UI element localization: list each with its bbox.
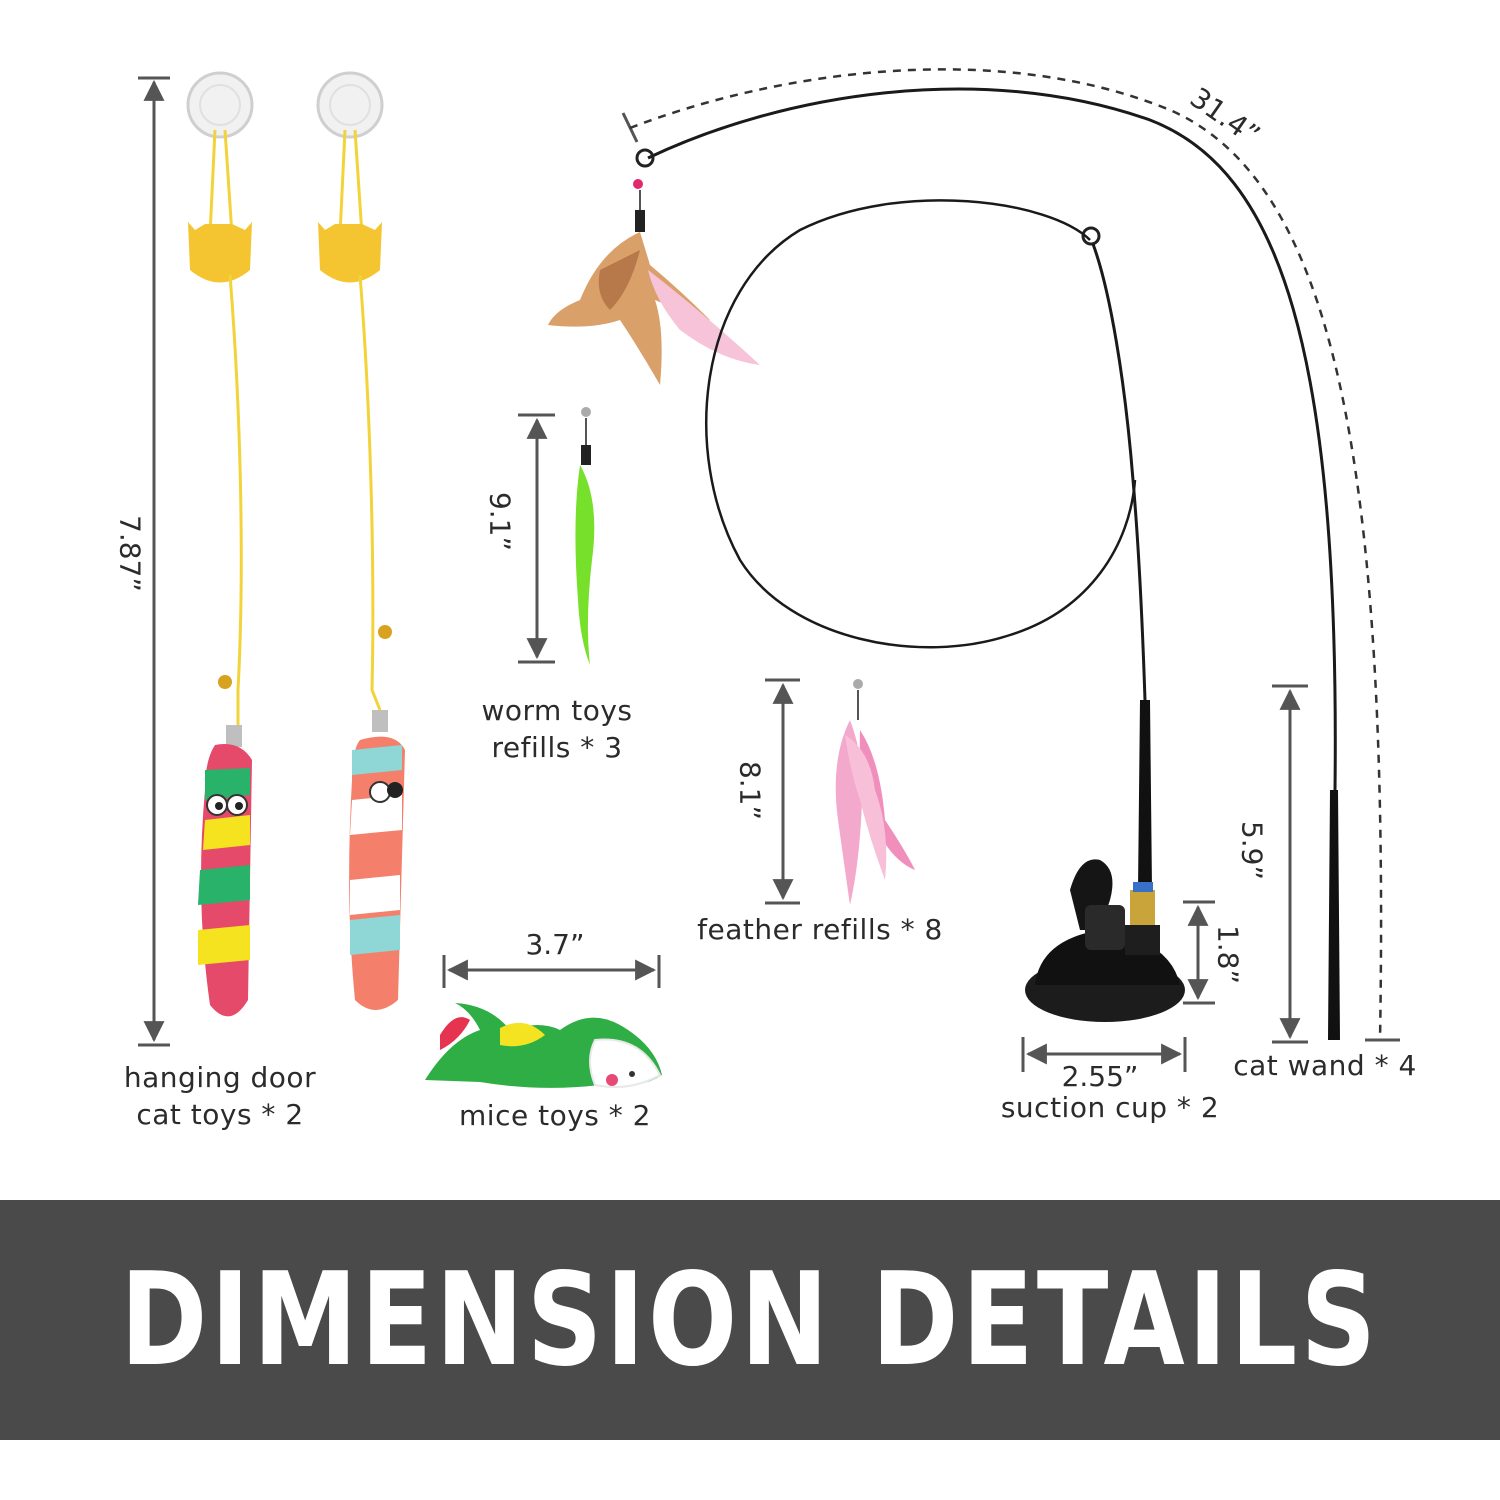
feather-refill: [835, 679, 915, 905]
feather-label: feather refills * 8: [697, 913, 943, 946]
worm-label-line1: worm toys: [481, 694, 633, 727]
suction-width-arrow: [1021, 1037, 1187, 1072]
hanging-door-toy-1: [186, 71, 254, 1017]
suction-width-label: 2.55”: [1061, 1060, 1139, 1093]
wand-handle-height-arrow: [1272, 684, 1308, 1044]
feather-height-label: 8.1”: [733, 760, 767, 821]
hanging-door-height-arrow: [138, 76, 170, 1047]
mice-toy: [425, 1003, 662, 1088]
wand-handle-height-label: 5.9”: [1235, 820, 1269, 881]
hanging-door-label-line2: cat toys * 2: [136, 1098, 304, 1131]
cat-wand-loop: [705, 199, 1152, 890]
cat-wand-long: [548, 87, 1340, 1040]
cat-wand-label: cat wand * 4: [1233, 1049, 1417, 1082]
feather-height-arrow: [765, 678, 800, 905]
worm-label-line2: refills * 3: [491, 731, 623, 764]
mice-width-label: 3.7”: [525, 928, 585, 961]
hanging-door-label-line1: hanging door: [123, 1061, 317, 1094]
banner-title: DIMENSION DETAILS: [120, 1245, 1380, 1395]
mice-width-arrow: [442, 955, 661, 988]
suction-height-label: 1.8”: [1211, 924, 1245, 985]
title-banner: DIMENSION DETAILS: [0, 1200, 1500, 1440]
wand-length-arrow: [621, 68, 1400, 1042]
worm-height-label: 9.1”: [483, 491, 517, 552]
hanging-door-toy-2: [316, 71, 405, 1010]
worm-height-arrow: [518, 413, 555, 664]
suction-cup: [1025, 859, 1185, 1022]
mice-label: mice toys * 2: [459, 1099, 651, 1132]
hanging-door-height-label: 7.87”: [113, 515, 147, 592]
suction-label: suction cup * 2: [1000, 1091, 1220, 1124]
worm-toy: [575, 407, 595, 665]
suction-height-arrow: [1183, 900, 1215, 1005]
